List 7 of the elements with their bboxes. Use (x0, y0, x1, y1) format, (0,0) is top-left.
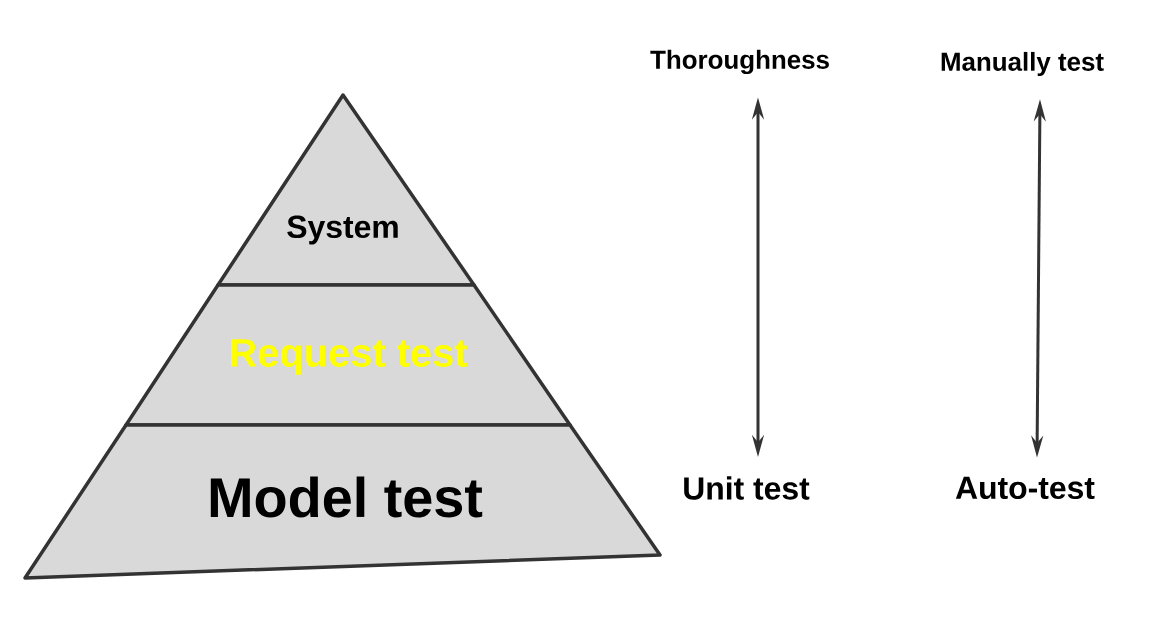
axis-label: Manually test (941, 51, 1104, 77)
axis-label: Auto-test (955, 476, 1095, 500)
pyramid-band: Model test (23, 423, 662, 580)
axis-label: Unit test (684, 476, 810, 500)
pyramid-band: System (216, 93, 476, 287)
pyramid-band: Request test (124, 283, 572, 427)
axis-label: Thoroughness (650, 49, 829, 75)
